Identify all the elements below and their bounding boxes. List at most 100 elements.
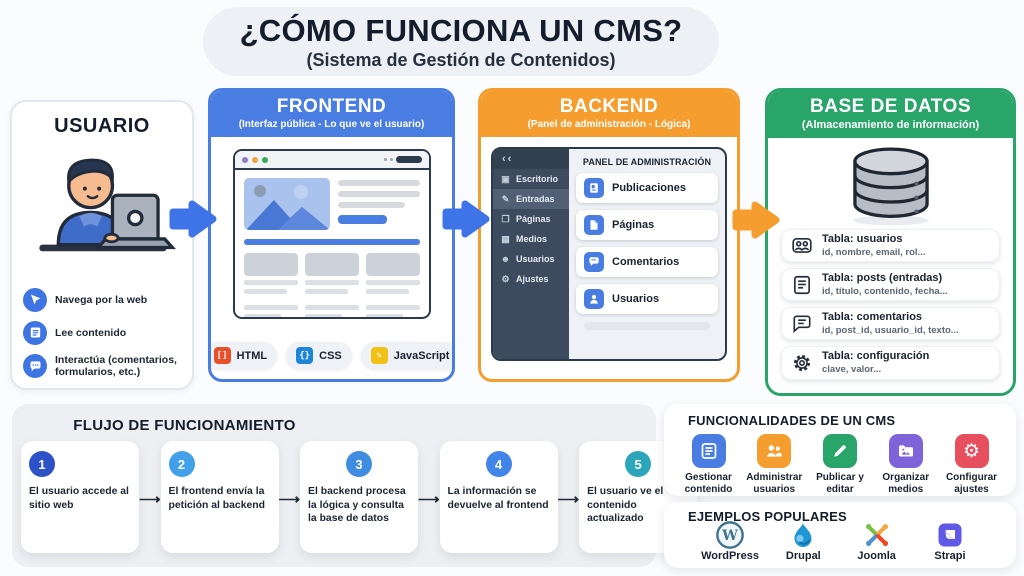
desktop-icon: ▣: [501, 173, 510, 184]
sidebar-item-medios: ▦ Medios: [493, 229, 569, 249]
feature-label: Interactúa (comentarios, formularios, et…: [55, 353, 177, 379]
feature-lee: Lee contenido: [23, 320, 186, 345]
admin-card-label: Usuarios: [612, 293, 660, 305]
admin-card-label: Publicaciones: [612, 182, 686, 194]
configure-settings-icon: ⚙: [954, 434, 989, 468]
arrow-frontend-to-backend-icon: [442, 200, 490, 238]
examples-row: W WordPress Drupal: [664, 520, 1016, 562]
dot-icon: [383, 158, 387, 161]
users-icon: [584, 289, 604, 309]
manage-content-icon: [691, 434, 726, 468]
database-header: BASE DE DATOS (Almacenamiento de informa…: [768, 91, 1013, 138]
functionalities-row: Gestionar contenido Administrar usuarios…: [664, 434, 1016, 496]
flow-step-4: 4 La información se devuelve al frontend: [439, 441, 558, 553]
table-name: Tabla: comentarios: [822, 311, 923, 324]
database-subtitle: (Almacenamiento de información): [801, 119, 980, 131]
html-badge: [] HTML: [211, 342, 278, 369]
example-joomla: Joomla: [841, 520, 913, 562]
step-text: La información se devuelve al frontend: [447, 486, 549, 511]
browser-mockup: [232, 149, 431, 319]
table-fields: id, título, contenido, fecha...: [822, 285, 948, 297]
tech-badges: [] HTML {} CSS ✎ JavaScript: [211, 342, 452, 369]
feature-navega: Navega por la web: [23, 287, 186, 312]
cta-button-placeholder: [337, 215, 387, 224]
admin-card-usuarios: Usuarios: [576, 284, 718, 314]
sidebar-item-label: Escritorio: [516, 174, 559, 184]
user-icon: ☻: [500, 253, 511, 264]
frontend-header: FRONTEND (Interfaz pública - Lo que ve e…: [211, 91, 452, 137]
sidebar-item-ajustes: ⚙ Ajustes: [493, 269, 569, 289]
examples-title: EJEMPLOS POPULARES: [688, 509, 847, 524]
person-laptop-illustration: [39, 158, 177, 252]
table-card-configuracion: Tabla: configuración clave, valor...: [781, 346, 1000, 380]
menu-pill-icon: [395, 156, 422, 163]
webpage-mockup: [235, 170, 429, 317]
func-publicar-editar: Publicar y editar: [809, 434, 872, 496]
backend-header: BACKEND (Panel de administración - Lógic…: [481, 91, 737, 137]
example-drupal: Drupal: [767, 520, 839, 562]
sidebar-collapse-icon: ‹‹: [493, 149, 569, 169]
joomla-logo: [863, 520, 891, 550]
css-icon: {}: [296, 347, 314, 364]
backend-title: BACKEND: [559, 96, 659, 117]
admin-panel-title: PANEL DE ADMINISTRACIÓN: [582, 157, 712, 167]
frontend-subtitle: (Interfaz pública - Lo que ve el usuario…: [238, 119, 425, 130]
config-table-icon: [790, 351, 814, 375]
backend-panel: BACKEND (Panel de administración - Lógic…: [478, 88, 740, 382]
sidebar-item-paginas: ❐ Páginas: [493, 209, 569, 229]
example-label: Joomla: [857, 550, 896, 562]
read-content-icon: [23, 320, 47, 345]
func-label: Administrar usuarios: [746, 472, 803, 495]
pencil-icon: ✎: [501, 193, 510, 204]
example-label: Strapi: [934, 550, 966, 562]
functionalities-title: FUNCIONALIDADES DE UN CMS: [688, 413, 896, 428]
css-badge: {} CSS: [286, 342, 352, 369]
step-number-badge: 3: [346, 451, 373, 477]
flow-step-1: 1 El usuario accede al sitio web: [21, 441, 139, 553]
nav-bar-placeholder: [243, 239, 420, 245]
right-arrow-icon: ⟶: [278, 491, 301, 508]
flow-steps: 1 El usuario accede al sitio web ⟶ 2 El …: [21, 441, 698, 553]
feature-label: Lee contenido: [55, 326, 127, 339]
usuario-title: USUARIO: [54, 115, 150, 137]
publish-edit-icon: [823, 434, 857, 468]
organize-media-icon: [888, 434, 923, 468]
functionalities-section: FUNCIONALIDADES DE UN CMS Gestionar cont…: [664, 404, 1016, 496]
javascript-badge: ✎ JavaScript: [360, 342, 452, 369]
table-fields: id, post_id, usuario_id, texto...: [822, 325, 959, 337]
step-number-badge: 5: [625, 451, 652, 477]
step-number-badge: 4: [485, 451, 512, 477]
browser-titlebar: [234, 151, 429, 170]
step-text: El frontend envía la petición al backend: [168, 486, 265, 511]
window-dot-icon: [251, 156, 258, 163]
admin-card-label: Páginas: [612, 219, 655, 231]
frontend-title: FRONTEND: [276, 96, 387, 117]
step-number-badge: 1: [29, 451, 55, 477]
frontend-panel: FRONTEND (Interfaz pública - Lo que ve e…: [208, 88, 455, 382]
usuario-feature-list: Navega por la web Lee contenido: [23, 287, 186, 379]
table-fields: id, nombre, email, rol...: [822, 246, 926, 258]
comments-icon: [584, 252, 604, 272]
admin-card-comentarios: Comentarios: [576, 247, 718, 277]
func-label: Organizar medios: [882, 472, 930, 495]
table-card-usuarios: Tabla: usuarios id, nombre, email, rol..…: [781, 229, 1000, 263]
table-card-posts: Tabla: posts (entradas) id, título, cont…: [781, 268, 1000, 302]
step-text: El backend procesa la lógica y consulta …: [308, 486, 406, 525]
example-strapi: Strapi: [914, 520, 986, 562]
title-pill: ¿CÓMO FUNCIONA UN CMS? (Sistema de Gesti…: [203, 7, 719, 76]
sidebar-item-entradas: ✎ Entradas: [493, 189, 569, 209]
page-title: ¿CÓMO FUNCIONA UN CMS?: [239, 12, 683, 48]
hero-text-placeholder: [337, 178, 420, 230]
sidebar-item-escritorio: ▣ Escritorio: [493, 169, 569, 189]
right-arrow-icon: ⟶: [418, 491, 440, 508]
table-name: Tabla: posts (entradas): [822, 272, 943, 285]
database-table-list: Tabla: usuarios id, nombre, email, rol..…: [768, 229, 1013, 380]
func-label: Publicar y editar: [816, 472, 864, 495]
navigate-icon: [23, 287, 47, 312]
sidebar-item-label: Entradas: [516, 194, 555, 204]
example-label: WordPress: [701, 550, 759, 562]
pages-icon: [584, 215, 604, 235]
manage-users-icon: [757, 434, 792, 468]
javascript-icon: ✎: [370, 347, 388, 364]
posts-icon: [584, 178, 604, 198]
